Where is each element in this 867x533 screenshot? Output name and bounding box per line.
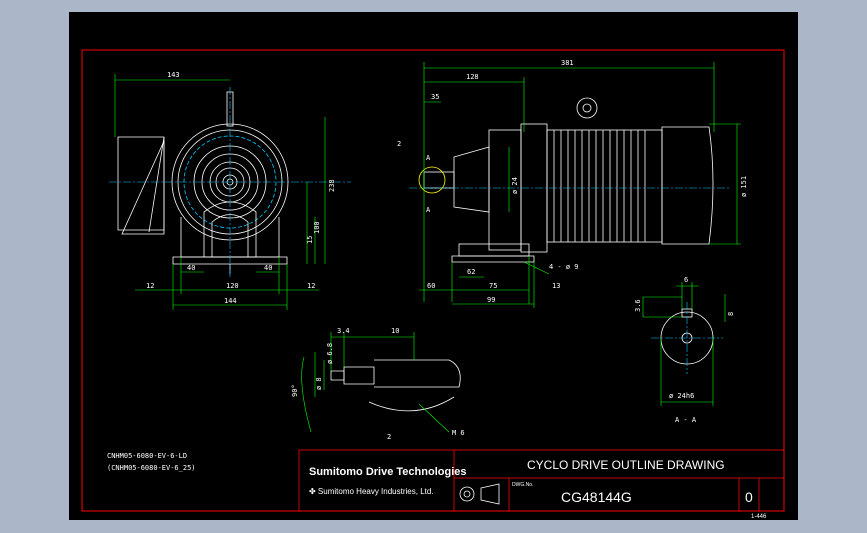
dim-front-base-total: 144 [224, 297, 237, 305]
dim-side-total-length: 381 [561, 59, 574, 67]
cad-drawing: 143 238 100 15 40 40 120 144 12 12 [81, 49, 785, 520]
dim-detail-angle: 90° [291, 384, 299, 397]
dim-detail-dia2: ø 8 [315, 377, 323, 390]
dim-front-edge-right: 12 [307, 282, 315, 290]
dim-section-key-8: 8 [727, 312, 735, 316]
dim-section-key-6: 6 [684, 276, 688, 284]
dim-section-dia: ø 24h6 [669, 392, 694, 400]
dim-side-foot-99: 99 [487, 296, 495, 304]
side-view [418, 97, 714, 263]
dim-detail-thread: M 6 [452, 429, 465, 437]
detail-ref-label-2: 2 [387, 433, 391, 441]
dim-side-foot-13: 13 [552, 282, 560, 290]
dim-side-foot-62: 62 [467, 268, 475, 276]
section-aa-centerlines [651, 302, 723, 374]
dim-front-small: 15 [306, 236, 314, 244]
projection-symbol-icon [459, 483, 500, 505]
sheet-ref: 1-446 [751, 514, 767, 520]
dim-side-shaft-dia: ø 24 [511, 177, 519, 194]
dim-front-edge-left: 12 [146, 282, 154, 290]
front-view [117, 91, 289, 274]
drawing-title: CYCLO DRIVE OUTLINE DRAWING [527, 458, 725, 472]
dim-detail-10: 10 [391, 327, 399, 335]
dim-detail-34: 3.4 [337, 327, 350, 335]
brand-main: Sumitomo Drive Technologies [309, 466, 467, 478]
dim-side-shaft-to-flange: 128 [466, 73, 479, 81]
dim-side-shaft-len: 35 [431, 93, 439, 101]
dim-detail-dia1: ø 6.8 [326, 343, 334, 364]
side-dimensions [419, 62, 741, 308]
detail-view [330, 359, 461, 412]
front-dimensions [114, 74, 326, 310]
dim-front-base-inner: 120 [226, 282, 239, 290]
dim-side-motor-dia: ø 151 [740, 176, 748, 197]
dim-front-center-height: 100 [313, 221, 321, 234]
sheet-border [81, 49, 785, 512]
title-block [298, 449, 785, 512]
model-note-2: (CNHM05-6080-EV-6_25) [107, 464, 196, 472]
dim-front-foot-right: 40 [264, 264, 272, 272]
dim-front-width-top: 143 [167, 71, 180, 79]
dim-front-height: 238 [328, 179, 336, 192]
section-aa-dimensions [642, 282, 726, 406]
brand-sub: ✤ Sumitomo Heavy Industries, Ltd. [309, 487, 434, 496]
revision: 0 [745, 489, 753, 505]
section-mark-bottom: A [426, 206, 431, 214]
drawing-number: CG48144G [561, 489, 632, 505]
dim-side-foot-75: 75 [489, 282, 497, 290]
section-label: A - A [675, 416, 697, 424]
model-note-1: CNHM05-6080-EV-6-LD [107, 452, 187, 460]
dim-side-bolt-holes: 4 - ø 9 [549, 263, 579, 271]
dim-section-key-36: 3.6 [634, 299, 642, 312]
dwg-no-label: DWG.No. [512, 482, 533, 488]
dim-side-foot-60: 60 [427, 282, 435, 290]
section-mark-top: A [426, 154, 431, 162]
front-centerlines [109, 87, 351, 277]
dim-front-foot-left: 40 [187, 264, 195, 272]
detail-ref-label: 2 [397, 140, 401, 148]
drawing-sheet: 143 238 100 15 40 40 120 144 12 12 [69, 12, 798, 520]
detail-dimensions [301, 332, 450, 433]
